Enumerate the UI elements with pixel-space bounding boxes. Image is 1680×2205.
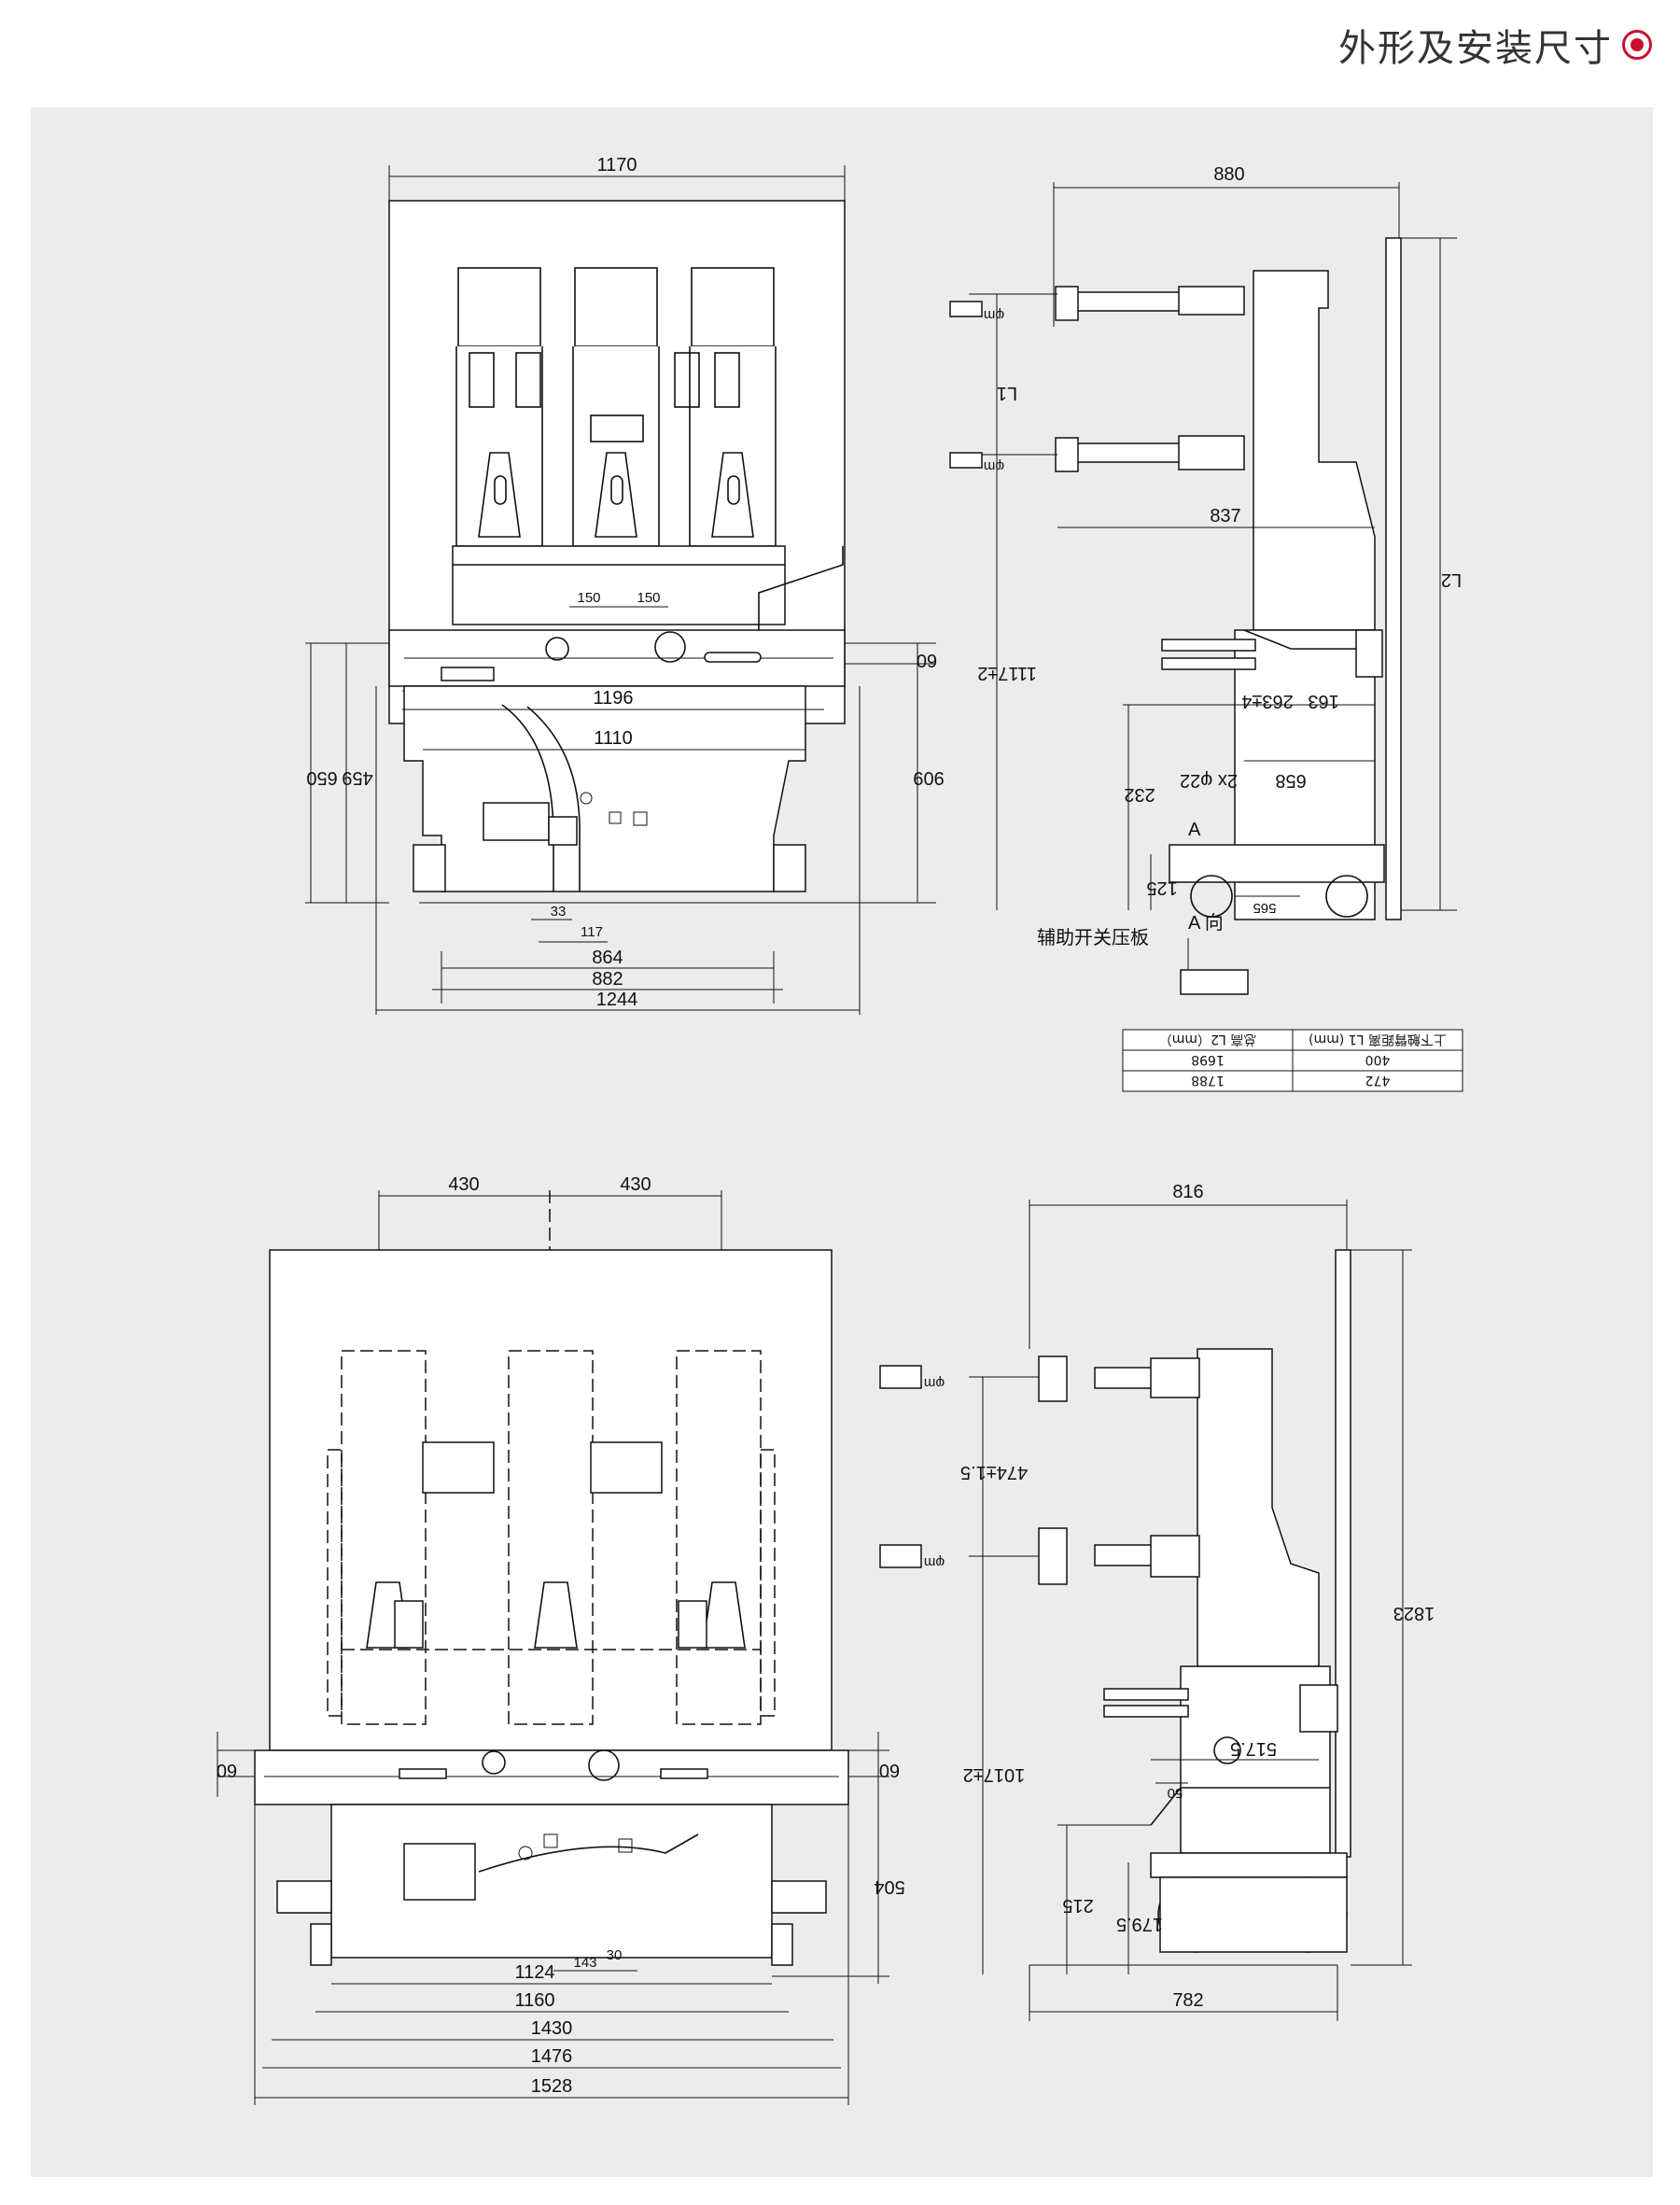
bottom-front-view: 430 430 (217, 1174, 905, 2105)
dim-882: 882 (592, 969, 623, 990)
header: 外形及安装尺寸 (1338, 17, 1652, 73)
dim-1117: 1117±2 (977, 663, 1037, 683)
dim-650: 650 (306, 767, 337, 788)
dim-L2: L2 (1441, 569, 1462, 590)
dim-33: 33 (551, 904, 567, 920)
drawing-panel: 1170 300 300 (31, 107, 1653, 2177)
view-a-direction: A 向 (1188, 912, 1224, 934)
top-side-view: 880 L1 1117±2 L2 φm φm 837 (949, 164, 1462, 995)
dim-1244: 1244 (596, 990, 638, 1010)
dim-1476: 1476 (531, 2046, 573, 2067)
dim-phi-bot: φm (924, 1554, 945, 1570)
dim-232: 232 (1124, 784, 1155, 805)
dim-909: 909 (913, 767, 944, 788)
dim-1110: 1110 (594, 728, 633, 749)
dim-816: 816 (1172, 1182, 1203, 1202)
bottom-side-view: 816 φm φm 474±1.5 1017±2 1823 517.5 (879, 1182, 1435, 2021)
dim-263: 263±4 (1241, 691, 1293, 711)
dim-1823: 1823 (1393, 1603, 1435, 1623)
dim-880: 880 (1213, 164, 1244, 185)
dim-1170: 1170 (596, 155, 637, 176)
dim-837: 837 (1210, 506, 1240, 527)
dim-2x22: 2x φ22 (1180, 770, 1238, 791)
dim-1124: 1124 (514, 1962, 554, 1983)
view-a-label: A (1188, 820, 1201, 840)
dim-1196: 1196 (593, 688, 633, 709)
dim-L1: L1 (997, 383, 1017, 403)
dim-150-b: 150 (637, 590, 660, 606)
spec-table: 上下触臂距离 L1 (mm) 总高 L2（mm） 400 1698 472 17… (1122, 1029, 1463, 1092)
dim-125: 125 (1146, 878, 1177, 898)
table-cell: 400 (1365, 1052, 1391, 1067)
table-header-l1: 上下触臂距离 L1 (mm) (1309, 1032, 1447, 1047)
table-cell: 1788 (1191, 1073, 1225, 1088)
dim-phi-top: φm (924, 1375, 945, 1391)
dim-474: 474±1.5 (960, 1462, 1028, 1482)
dim-60-left: 60 (217, 1760, 237, 1780)
table-cell: 472 (1365, 1073, 1391, 1088)
dim-1430: 1430 (531, 2018, 573, 2039)
table-cell: 1698 (1191, 1052, 1225, 1067)
dim-1017: 1017±2 (963, 1764, 1026, 1785)
page-title: 外形及安装尺寸 (1338, 27, 1613, 70)
dim-430-left: 430 (448, 1174, 479, 1195)
dim-143: 143 (573, 1955, 596, 1971)
dim-565: 565 (1253, 900, 1276, 916)
dim-163: 163 (1308, 691, 1338, 711)
table-header-l2: 总高 L2（mm） (1159, 1032, 1256, 1047)
dim-150-a: 150 (577, 590, 600, 606)
dim-60-top: 60 (917, 650, 937, 670)
dim-phi-top: φm (984, 307, 1004, 323)
dim-30: 30 (607, 1947, 623, 1963)
dim-phi-bot: φm (984, 458, 1004, 474)
bullet-icon (1622, 30, 1652, 60)
dim-504: 504 (874, 1876, 904, 1897)
dim-782: 782 (1172, 1990, 1203, 2011)
technical-drawing: 1170 300 300 (217, 155, 1463, 2105)
dim-430-right: 430 (620, 1174, 651, 1195)
dim-459: 459 (342, 767, 372, 788)
dim-864: 864 (592, 948, 623, 968)
top-front-view: 1170 300 300 (305, 155, 945, 1015)
dim-215: 215 (1062, 1895, 1093, 1916)
dim-117: 117 (581, 924, 603, 940)
dim-1160: 1160 (514, 1990, 554, 2011)
dim-60-right: 60 (879, 1760, 900, 1780)
dim-517: 517.5 (1230, 1738, 1277, 1759)
dim-179: 179.5 (1116, 1914, 1163, 1934)
dim-1528: 1528 (531, 2076, 573, 2097)
dim-658: 658 (1275, 770, 1306, 791)
aux-switch-label: 辅助开关压板 (1037, 927, 1149, 948)
